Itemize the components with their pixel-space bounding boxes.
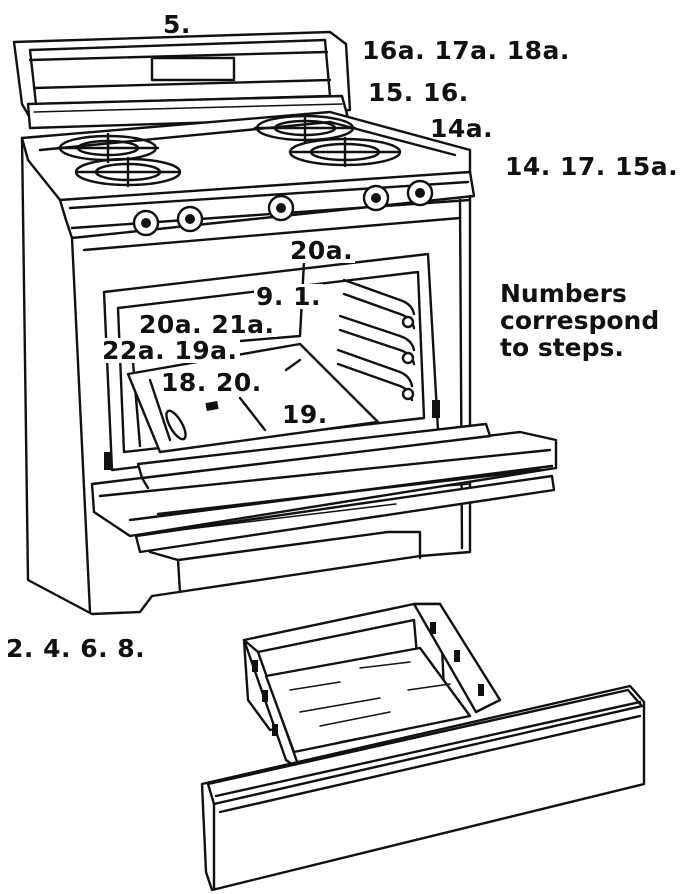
range-body bbox=[20, 136, 472, 616]
kick-panel bbox=[148, 530, 422, 594]
clock-display bbox=[150, 56, 236, 82]
step-label-oven-bottom-a: 18. 20. bbox=[159, 368, 264, 397]
note-line-1: Numbers bbox=[500, 279, 627, 308]
step-label-oven-left-b: 22a. 19a. bbox=[100, 336, 240, 365]
note-line-3: to steps. bbox=[500, 333, 624, 362]
step-label-oven-bottom-b: 19. bbox=[280, 400, 330, 429]
control-panel bbox=[58, 170, 476, 240]
oven-door bbox=[90, 422, 558, 554]
note-line-2: correspond bbox=[500, 306, 660, 335]
cooktop bbox=[20, 110, 472, 202]
door-hinge-right bbox=[432, 400, 440, 418]
step-label-oven-top: 20a. bbox=[288, 236, 356, 265]
step-label-oven-racks: 9. 1. bbox=[254, 282, 323, 311]
oven-racks bbox=[336, 278, 416, 402]
step-label-drawer: 2. 4. 6. 8. bbox=[6, 634, 146, 663]
step-label-cooktop-front: 14. 17. 15a. bbox=[505, 152, 679, 181]
right-burners bbox=[253, 112, 402, 168]
left-burners bbox=[56, 132, 182, 188]
burner-knobs bbox=[132, 179, 434, 237]
step-label-cooktop-edge: 14a. bbox=[430, 114, 494, 143]
note-text: Numbers correspond to steps. bbox=[500, 280, 659, 361]
step-label-top-right-b: 15. 16. bbox=[368, 78, 469, 107]
step-label-oven-left-a: 20a. 21a. bbox=[137, 310, 277, 339]
door-hinge-left bbox=[104, 452, 112, 470]
step-label-top-right-a: 16a. 17a. 18a. bbox=[362, 36, 570, 65]
storage-drawer bbox=[200, 602, 646, 892]
step-label-top-panel: 5. bbox=[163, 10, 191, 39]
